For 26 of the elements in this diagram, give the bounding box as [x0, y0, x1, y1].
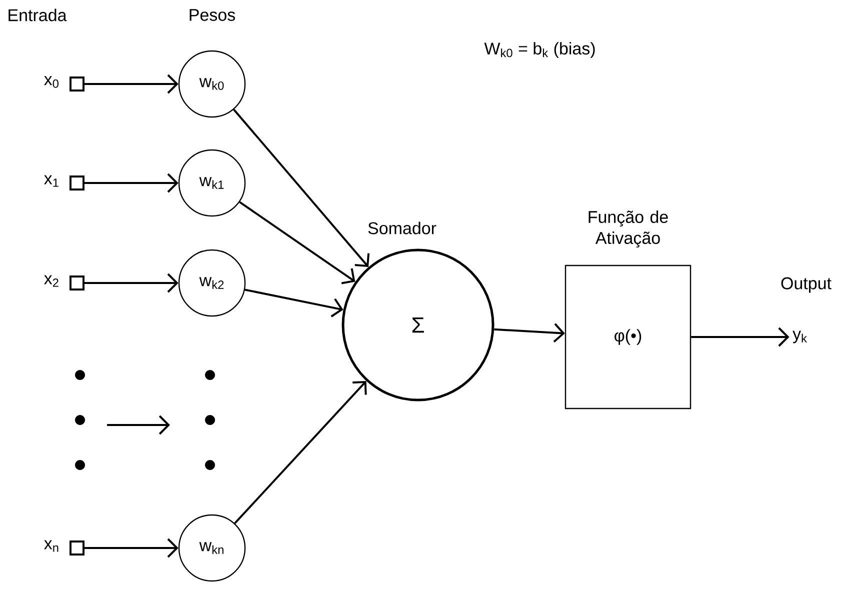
node-label: x$_{1}$ [44, 175, 58, 187]
node-label: x$_{0}$ [44, 76, 58, 88]
input-terminal: x$_{0}$ [44, 76, 84, 92]
arrow [494, 323, 565, 343]
summing-junction: Somador Σ [342, 222, 494, 402]
formula-label: W$_{k0}$ = b$_{k}$ (bias) [484, 42, 595, 58]
node-label: x$_{n}$ [44, 540, 58, 552]
arrow [84, 538, 178, 558]
activation-box: Função de Ativação φ(•) [564, 210, 692, 410]
arrow [244, 288, 344, 318]
arrow [84, 74, 178, 94]
arrow [84, 273, 178, 293]
node-label: Somador [368, 222, 436, 234]
arrow [691, 327, 790, 347]
arrow [234, 381, 367, 524]
input-terminal: x$_{n}$ [44, 540, 84, 556]
arrow [84, 173, 178, 193]
arrow [239, 201, 356, 284]
column-heading: Pesos [190, 9, 235, 21]
arrow [233, 108, 370, 268]
node-label: x$_{2}$ [44, 275, 58, 287]
input-terminal: x$_{2}$ [44, 275, 84, 290]
node-label: Função de Ativação [588, 210, 668, 248]
column-heading: Entrada [8, 8, 67, 22]
output-label: Output y$_{k}$ [781, 277, 832, 344]
input-terminal: x$_{1}$ [44, 175, 84, 190]
